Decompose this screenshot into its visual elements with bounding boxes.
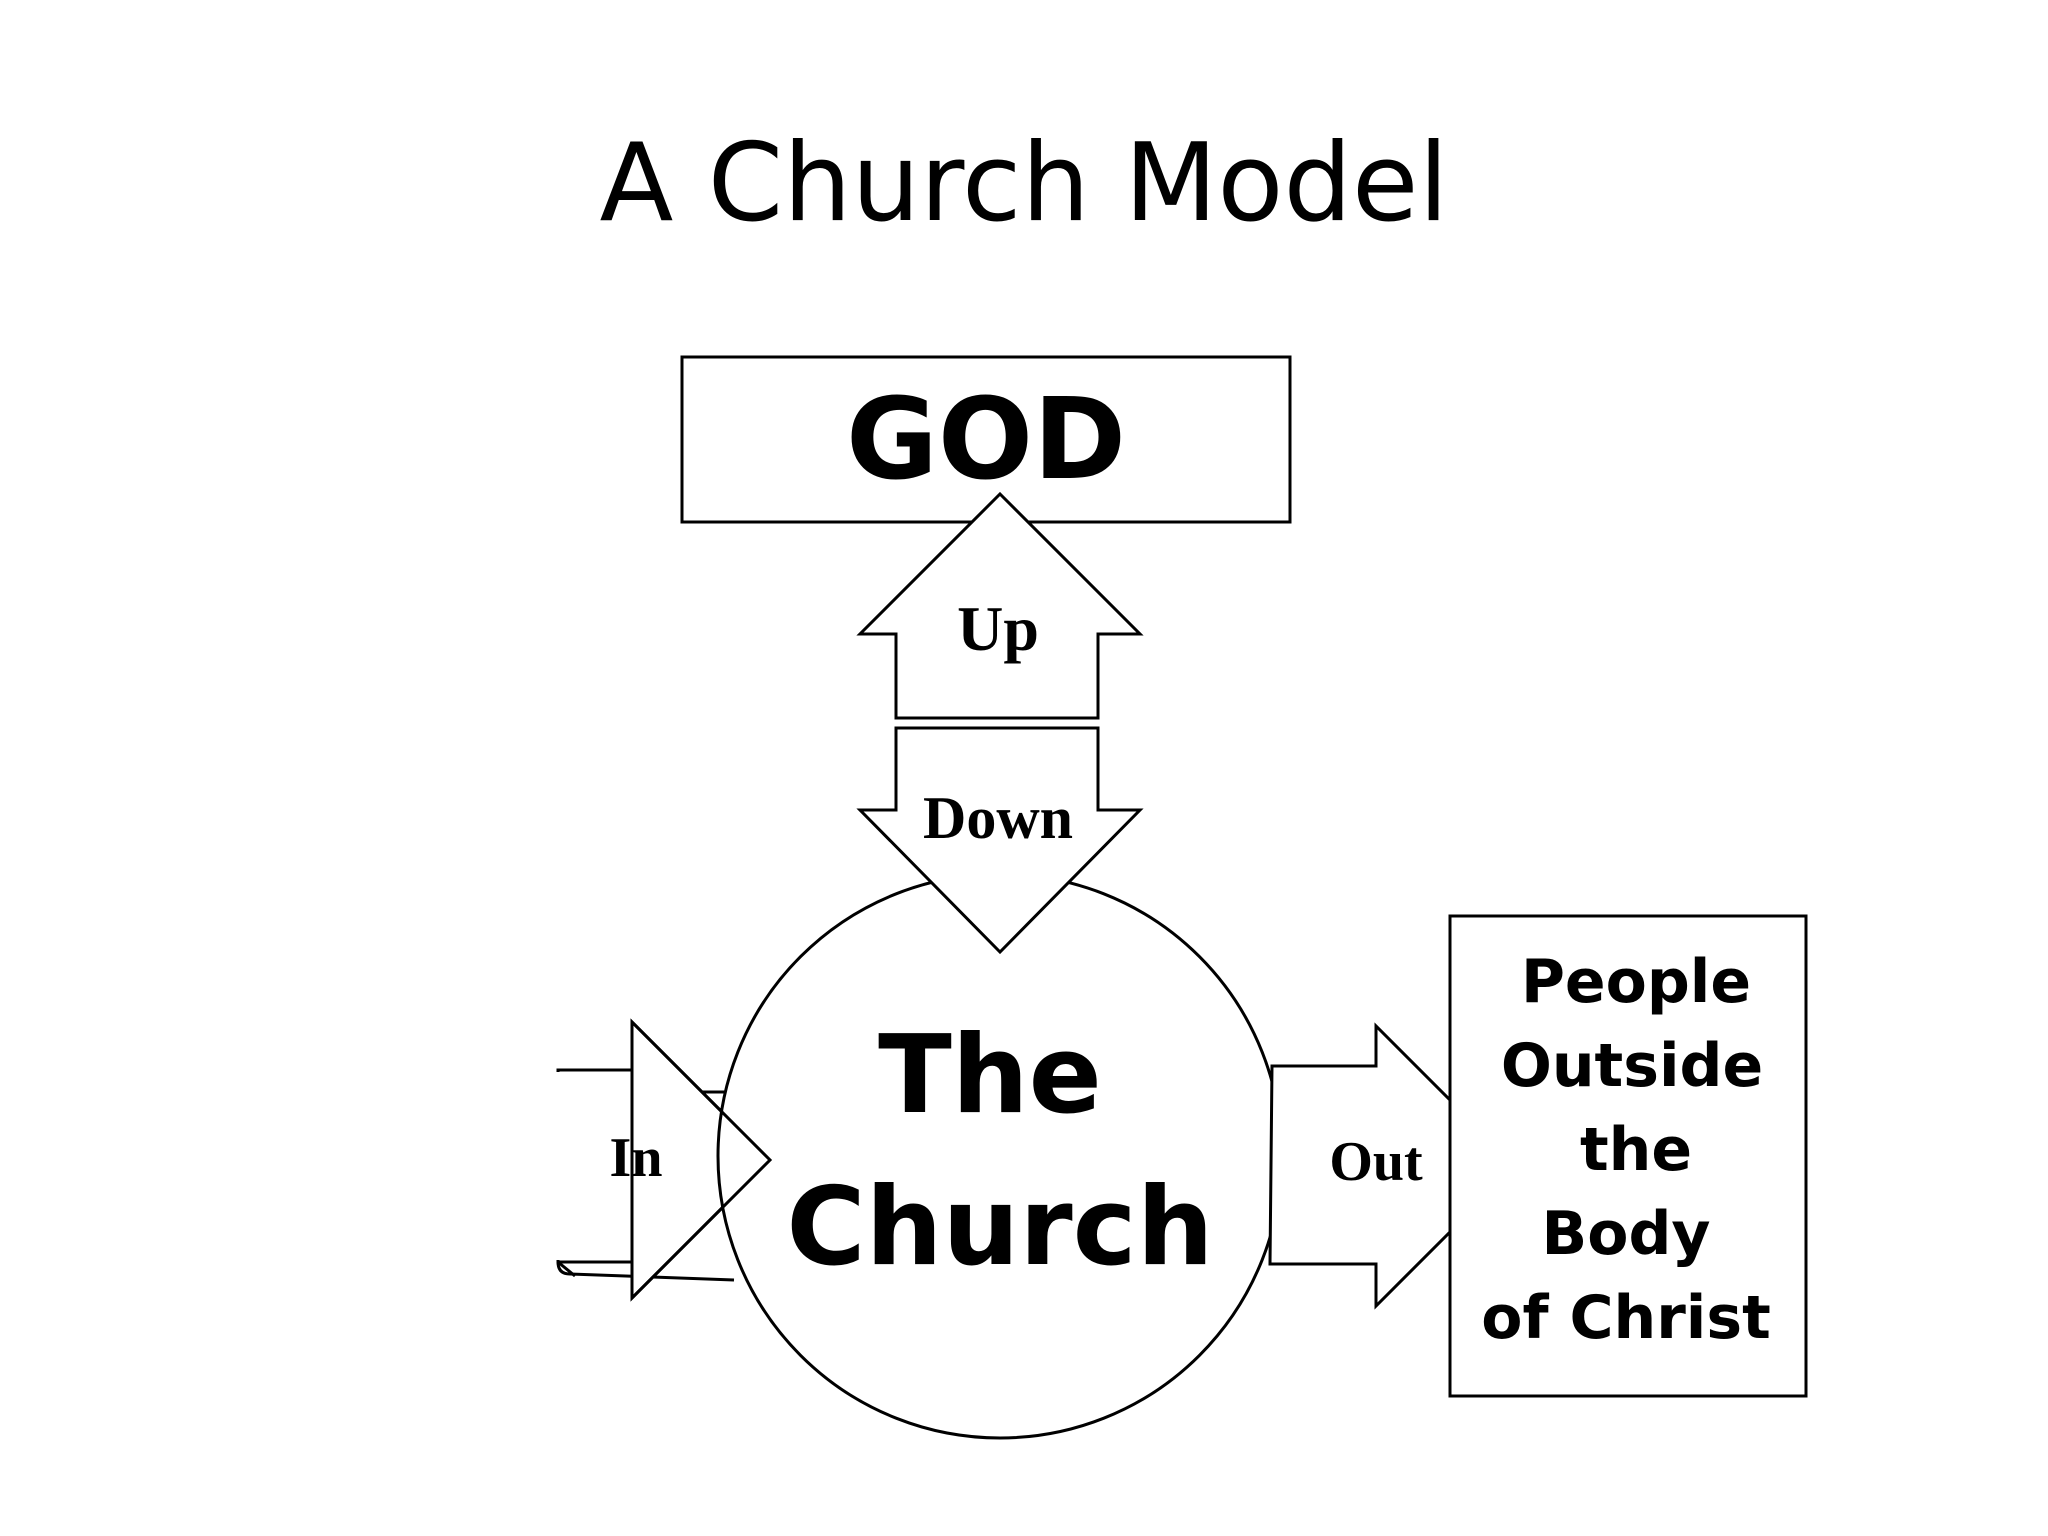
slide-title: A Church Model xyxy=(599,121,1449,246)
out-arrow: Out xyxy=(1268,1022,1519,1310)
church-label-line1: The xyxy=(878,1013,1102,1138)
people-outside-box: People Outside the Body of Christ xyxy=(1448,914,1808,1398)
up-arrow: Up xyxy=(856,491,1144,720)
out-label: Out xyxy=(1329,1131,1423,1193)
in-label: In xyxy=(610,1127,663,1189)
people-label-line2: Outside xyxy=(1501,1031,1763,1101)
church-circle: The Church xyxy=(716,872,1284,1440)
god-label: GOD xyxy=(846,375,1126,505)
church-label-line2: Church xyxy=(786,1165,1213,1290)
people-label-line4: Body xyxy=(1541,1199,1710,1269)
god-box: GOD xyxy=(680,355,1292,524)
in-arrow: In xyxy=(556,1018,773,1302)
people-label-line5: of Christ xyxy=(1481,1283,1771,1353)
up-label: Up xyxy=(957,593,1039,664)
people-label-line1: People xyxy=(1521,947,1751,1017)
down-arrow: Down xyxy=(856,726,1144,955)
down-label: Down xyxy=(923,785,1073,851)
people-label-line3: the xyxy=(1580,1115,1692,1185)
